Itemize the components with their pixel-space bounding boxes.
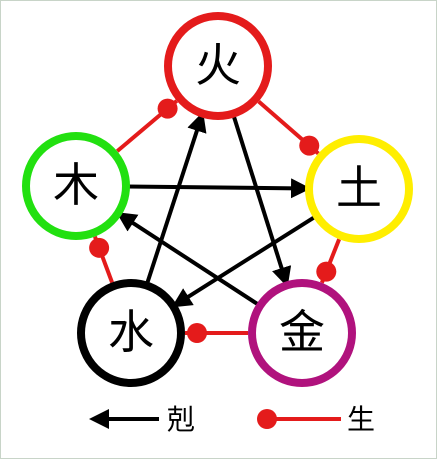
generating-cycle <box>89 98 341 343</box>
element-ring-fire <box>164 12 272 120</box>
controlling-arrow-fire-to-metal <box>230 111 292 288</box>
element-label-water: 水 <box>108 305 154 359</box>
element-node-water: 水 <box>77 279 185 387</box>
controlling-arrow-water-to-fire <box>143 111 207 288</box>
legend-generating-label: 生 <box>347 403 375 436</box>
legend-generating: 生 <box>257 403 375 436</box>
element-label-earth: 土 <box>336 161 382 215</box>
element-label-fire: 火 <box>195 38 241 92</box>
legend: 剋 生 <box>89 403 375 436</box>
controlling-cycle <box>116 111 320 309</box>
element-ring-wood <box>22 132 130 240</box>
controlling-arrow-metal-to-wood <box>116 212 263 309</box>
element-node-earth: 土 <box>305 135 413 243</box>
controlling-arrow-earth-to-water <box>171 212 320 308</box>
controlling-arrow-wood-to-earth <box>123 178 312 199</box>
element-label-metal: 金 <box>279 305 325 359</box>
element-ring-metal <box>248 279 356 387</box>
element-ring-water <box>77 279 185 387</box>
element-label-wood: 木 <box>53 158 99 212</box>
generating-dot-fire-to-earth <box>299 135 320 156</box>
element-ring-earth <box>305 135 413 243</box>
generating-dot-wood-to-fire <box>157 98 178 119</box>
element-node-wood: 木 <box>22 132 130 240</box>
legend-controlling-label: 剋 <box>167 403 195 436</box>
legend-generating-dot <box>257 409 277 429</box>
element-node-fire: 火 <box>164 12 272 120</box>
element-node-metal: 金 <box>248 279 356 387</box>
generating-dot-earth-to-metal <box>316 261 337 282</box>
generating-dot-water-to-wood <box>89 237 110 258</box>
generating-dot-metal-to-water <box>187 323 207 343</box>
legend-controlling: 剋 <box>89 403 195 436</box>
